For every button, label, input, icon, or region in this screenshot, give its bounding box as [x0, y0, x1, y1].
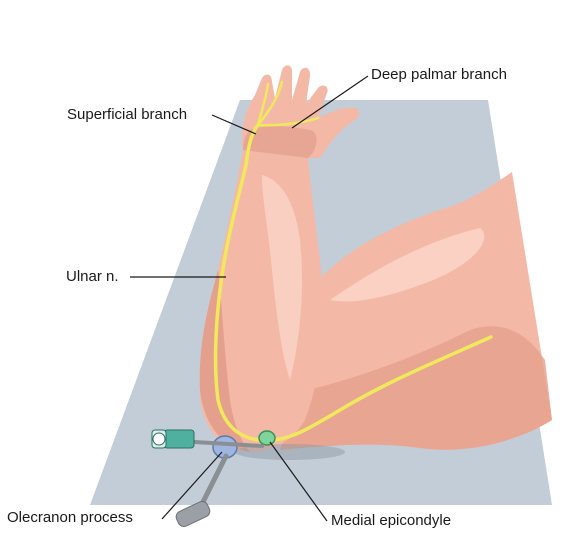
- hand-shadow: [243, 126, 317, 158]
- leader-line-deep-palmar: [291, 75, 369, 129]
- label-olecranon-process: Olecranon process: [7, 509, 133, 526]
- elbow-shadow: [235, 444, 345, 460]
- label-medial-epicondyle: Medial epicondyle: [331, 512, 452, 529]
- forearm-highlight: [262, 175, 302, 380]
- leader-line-olecranon: [161, 451, 223, 520]
- leader-line-superficial: [211, 114, 257, 135]
- leader-line-epicondyle: [269, 441, 328, 522]
- upper-arm-highlight: [330, 228, 485, 302]
- label-deep-palmar-branch: Deep palmar branch: [371, 66, 507, 83]
- upper-arm-shadow: [280, 326, 552, 450]
- forearm-shadow: [199, 270, 250, 452]
- ulnar-nerve-path: [213, 123, 493, 442]
- deep-palmar-branch-path: [256, 116, 320, 127]
- superficial-branch-path: [256, 80, 284, 127]
- label-ulnar-nerve: Ulnar n.: [66, 268, 119, 285]
- label-superficial-branch: Superficial branch: [67, 106, 188, 123]
- medial-epicondyle-marker: [258, 430, 276, 446]
- syringe-needle-icon: [151, 429, 264, 527]
